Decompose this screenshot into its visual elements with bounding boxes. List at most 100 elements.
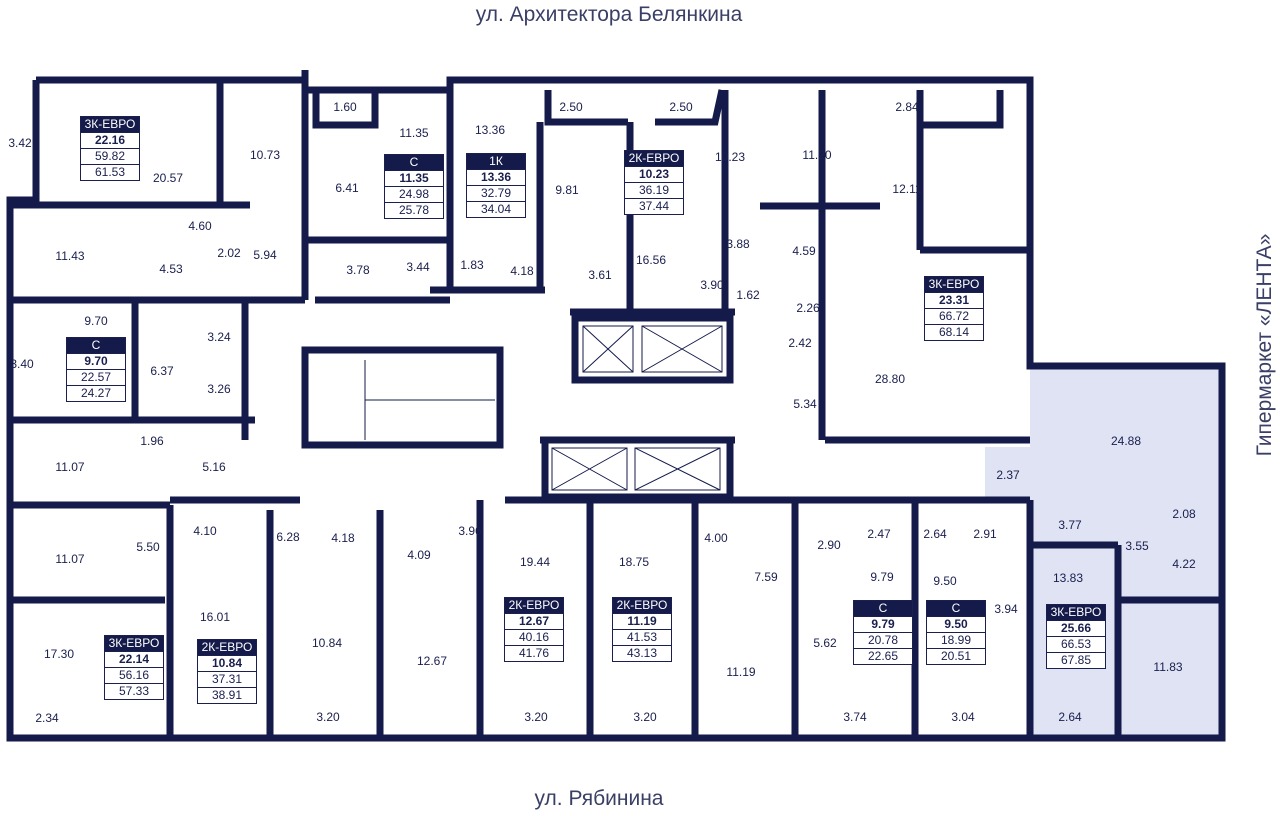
living-area: 25.66: [1047, 620, 1105, 636]
room-area-label: 16.56: [635, 253, 667, 267]
total-area: 22.57: [67, 369, 125, 385]
total-area-with-balcony: 24.27: [67, 385, 125, 401]
room-area-label: 16.01: [199, 610, 231, 624]
room-area-label: 3.55: [1125, 539, 1149, 553]
room-area-label: 2.64: [923, 527, 947, 541]
total-area: 18.99: [927, 632, 985, 648]
total-area: 66.72: [925, 308, 983, 324]
room-area-label: 2.47: [867, 527, 891, 541]
room-area-label: 12.11: [892, 182, 922, 196]
total-area-with-balcony: 38.91: [198, 687, 256, 703]
room-area-label: 3.61: [588, 268, 612, 282]
room-area-label: 24.88: [1110, 434, 1142, 448]
room-area-label: 1.60: [333, 100, 357, 114]
room-area-label: 2.08: [1172, 507, 1196, 521]
room-area-label: 2.34: [35, 711, 59, 725]
room-area-label: 3.40: [10, 357, 34, 371]
apartment-type: 2К-ЕВРО: [198, 640, 256, 655]
room-area-label: 3.04: [951, 710, 975, 724]
total-area: 56.16: [105, 667, 163, 683]
total-area-with-balcony: 67.85: [1047, 652, 1105, 668]
room-area-label: 3.44: [406, 260, 430, 274]
room-area-label: 2.91: [973, 527, 997, 541]
living-area: 12.67: [505, 613, 563, 629]
room-area-label: 6.28: [276, 530, 300, 544]
room-area-label: 4.18: [510, 264, 534, 278]
room-area-label: 9.70: [84, 314, 108, 328]
room-area-label: 5.50: [136, 540, 160, 554]
room-area-label: 2.02: [217, 246, 241, 260]
room-area-label: 4.00: [704, 531, 728, 545]
apartment-type: 2К-ЕВРО: [613, 598, 671, 613]
apartment-type: 3К-ЕВРО: [81, 117, 139, 132]
total-area-with-balcony: 25.78: [385, 202, 443, 218]
living-area: 11.35: [385, 170, 443, 186]
highlighted-apartment[interactable]: [985, 366, 1220, 738]
room-area-label: 3.94: [994, 602, 1018, 616]
room-area-label: 2.26: [796, 301, 820, 315]
room-area-label: 5.16: [202, 460, 226, 474]
total-area: 41.53: [613, 629, 671, 645]
room-area-label: 9.81: [555, 183, 579, 197]
room-area-label: 3.20: [524, 710, 548, 724]
room-area-label: 3.20: [316, 710, 340, 724]
living-area: 23.31: [925, 292, 983, 308]
room-area-label: 13.36: [474, 123, 506, 137]
room-area-label: 11.20: [802, 148, 832, 162]
total-area: 24.98: [385, 186, 443, 202]
room-area-label: 11.19: [726, 665, 756, 679]
room-area-label: 11.07: [55, 552, 85, 566]
room-area-label: 1.62: [736, 288, 760, 302]
total-area-with-balcony: 57.33: [105, 683, 163, 699]
room-area-label: 2.90: [817, 538, 841, 552]
living-area: 11.19: [613, 613, 671, 629]
room-area-label: 6.41: [335, 181, 359, 195]
room-area-label: 6.37: [150, 364, 174, 378]
total-area: 36.19: [625, 182, 683, 198]
room-area-label: 3.42: [8, 136, 32, 150]
room-area-label: 28.80: [874, 372, 906, 386]
room-area-label: 7.59: [754, 570, 778, 584]
room-area-label: 5.34: [793, 397, 817, 411]
total-area-with-balcony: 61.53: [81, 164, 139, 180]
apartment-type: 2К-ЕВРО: [505, 598, 563, 613]
total-area: 32.79: [467, 185, 525, 201]
room-area-label: 1.96: [140, 434, 164, 448]
room-area-label: 2.37: [996, 468, 1020, 482]
room-area-label: 3.88: [726, 237, 750, 251]
total-area: 66.53: [1047, 636, 1105, 652]
room-area-label: 2.64: [1058, 710, 1082, 724]
room-area-label: 3.96: [458, 524, 482, 538]
elevator-shafts: [551, 325, 723, 491]
room-area-label: 5.94: [253, 248, 277, 262]
room-area-label: 9.50: [933, 574, 957, 588]
apartment-type: С: [385, 155, 443, 170]
room-area-label: 4.59: [792, 244, 816, 258]
room-area-label: 18.75: [618, 555, 650, 569]
living-area: 22.14: [105, 651, 163, 667]
total-area-with-balcony: 22.65: [854, 648, 912, 664]
room-area-label: 2.42: [788, 336, 812, 350]
apartment-type: 3К-ЕВРО: [105, 636, 163, 651]
total-area-with-balcony: 68.14: [925, 324, 983, 340]
room-area-label: 11.35: [399, 126, 429, 140]
room-area-label: 4.22: [1172, 557, 1196, 571]
living-area: 10.23: [625, 166, 683, 182]
apartment-type: С: [67, 338, 125, 353]
room-area-label: 10.23: [714, 150, 746, 164]
walls: [6, 70, 1226, 742]
